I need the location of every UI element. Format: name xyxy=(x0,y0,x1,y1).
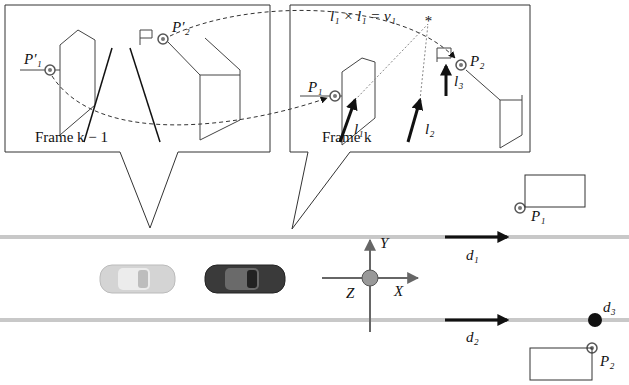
origin xyxy=(362,270,378,286)
frame-bubble xyxy=(5,5,270,228)
feature-point xyxy=(45,34,597,353)
line-label: l₃ xyxy=(454,74,463,89)
point-label: d₃ xyxy=(603,300,616,315)
line-arrow xyxy=(445,66,448,96)
point-label: P₂ xyxy=(600,354,614,369)
displacement-label: d₂ xyxy=(466,330,479,345)
point-label: P₁ xyxy=(308,80,322,95)
line-label: l₂ xyxy=(425,122,434,137)
point-label: P₂ xyxy=(470,54,484,69)
displacement-arrow xyxy=(445,236,507,239)
car xyxy=(205,265,285,293)
scene-lines xyxy=(300,48,522,148)
frame-box: Frame k xyxy=(290,5,530,152)
vanishing-point: * xyxy=(424,14,432,29)
line-arrow xyxy=(408,100,420,142)
road-line xyxy=(0,318,629,322)
frame-caption: Frame k − 1 xyxy=(35,129,108,146)
vanishing-equation: l₁ × l₁ = v₁ xyxy=(330,9,396,24)
correspondence-arrow xyxy=(52,76,327,125)
point-dot xyxy=(588,313,602,327)
axis-label: X xyxy=(394,284,403,299)
landmark-box xyxy=(530,348,592,380)
displacement-label: d₁ xyxy=(466,248,479,263)
axis-label: Y xyxy=(380,236,388,251)
point-label: P₁ xyxy=(531,209,545,224)
line-label: l₁ xyxy=(354,122,363,137)
road-line xyxy=(0,235,629,239)
point-label: P′₁ xyxy=(24,52,42,67)
frame-bubble xyxy=(290,5,530,229)
axis-label: Z xyxy=(346,286,354,301)
point-label: P′₂ xyxy=(172,20,190,35)
correspondence-arrow xyxy=(170,10,455,58)
frame-box: Frame k − 1 xyxy=(5,5,270,152)
landmark-box xyxy=(525,175,585,207)
displacement-arrow xyxy=(445,319,507,322)
car xyxy=(100,265,175,293)
frame-caption: Frame k xyxy=(322,129,372,146)
